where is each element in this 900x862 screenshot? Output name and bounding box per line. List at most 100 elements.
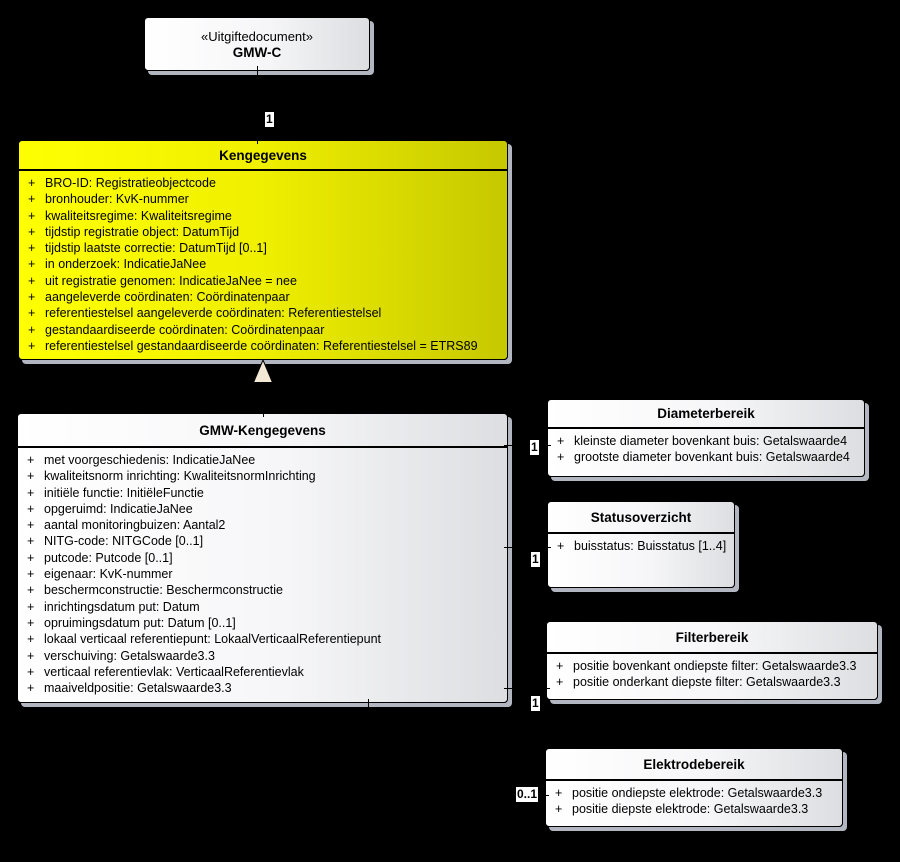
- attribute-text: opgeruimd: IndicatieJaNee: [44, 501, 193, 516]
- visibility-plus: +: [27, 648, 35, 663]
- class-box-kengegevens[interactable]: Kengegevens + BRO-ID: Registratieobjectco…: [18, 140, 508, 360]
- visibility-plus: +: [27, 485, 35, 500]
- visibility-plus: +: [555, 802, 563, 817]
- class-header: «Uitgiftedocument» GMW-C: [145, 18, 369, 70]
- attribute-row: +eigenaar: KvK-nummer: [18, 566, 507, 582]
- visibility-plus: +: [27, 583, 35, 598]
- attribute-text: positie bovenkant ondiepste filter: Geta…: [573, 659, 857, 673]
- attribute-text: grootste diameter bovenkant buis: Getals…: [574, 450, 850, 465]
- multiplicity-label: 1: [530, 440, 539, 455]
- class-name: Kengegevens: [219, 147, 307, 163]
- attribute-row: +positie ondiepste elektrode: Getalswaar…: [546, 785, 842, 801]
- attribute-row: + NITG-code: NITGCode [0..1]: [18, 533, 507, 549]
- class-header: Statusoverzicht: [548, 502, 734, 534]
- visibility-plus: +: [28, 306, 36, 321]
- visibility-plus: +: [28, 338, 36, 353]
- attribute-row: + bronhouder: KvK-nummer: [19, 191, 507, 207]
- multiplicity-label: 0..1: [516, 787, 539, 802]
- visibility-plus: +: [27, 453, 35, 467]
- attribute-text: NITG-code: NITGCode [0..1]: [44, 534, 204, 549]
- attribute-row: +positie bovenkant ondiepste filter: Get…: [547, 658, 877, 674]
- class-name: Statusoverzicht: [590, 509, 692, 525]
- visibility-plus: +: [27, 550, 35, 565]
- visibility-plus: +: [28, 322, 36, 337]
- attribute-text: eigenaar: KvK-nummer: [44, 567, 173, 582]
- visibility-plus: +: [27, 599, 35, 614]
- visibility-plus: +: [27, 518, 35, 533]
- connector-to-filterbereik: [504, 688, 550, 689]
- attribute-row: +aangeleverde coördinaten: Coördinatenpa…: [19, 289, 507, 305]
- attribute-text: in onderzoek: IndicatieJaNee: [45, 257, 207, 272]
- visibility-plus: +: [557, 450, 565, 465]
- multiplicity-label: 1: [265, 112, 274, 127]
- connector-generalization-stem: [263, 383, 264, 417]
- attribute-text: bronhouder: KvK-nummer: [45, 192, 189, 207]
- attribute-text: maaiveldpositie: Getalswaarde3.3: [44, 681, 232, 696]
- visibility-plus: +: [28, 192, 36, 207]
- attribute-row: + BRO-ID: Registratieobjectcode: [19, 175, 507, 191]
- class-name: GMW-C: [232, 44, 282, 60]
- attribute-row: +opruimingsdatum put: Datum [0..1]: [18, 615, 507, 631]
- attribute-text: aantal monitoringbuizen: Aantal2: [44, 518, 226, 533]
- attribute-row: +tijdstip registratie object: DatumTijd: [19, 224, 507, 240]
- class-header: Diameterbereik: [548, 400, 864, 429]
- attribute-row: +in onderzoek: IndicatieJaNee: [19, 256, 507, 272]
- visibility-plus: +: [28, 290, 36, 305]
- connector-to-statusoverzicht: [504, 547, 551, 548]
- attribute-compartment: + positie bovenkant ondiepste filter: Get…: [547, 654, 877, 691]
- attribute-text: referentiestelsel aangeleverde coördinat…: [45, 306, 382, 321]
- attribute-row: +buisstatus: Buisstatus [1..4]: [548, 538, 734, 554]
- attribute-row: + referentiestelsel gestandaardiseerde co…: [19, 338, 507, 354]
- class-name: GMW-Kengegevens: [199, 422, 326, 438]
- attribute-row: + putcode: Putcode [0..1]: [18, 550, 507, 566]
- attribute-row: + verticaal referentievlak: VerticaalRefe…: [18, 664, 507, 680]
- attribute-text: putcode: Putcode [0..1]: [44, 550, 173, 565]
- class-box-elektrodebereik[interactable]: Elektrodebereik +positie ondiepste elekt…: [545, 748, 843, 827]
- attribute-text: verticaal referentievlak: VerticaalRefer…: [44, 664, 304, 679]
- class-box-gmw-c[interactable]: «Uitgiftedocument» GMW-C: [144, 17, 370, 71]
- attribute-text: verschuiving: Getalswaarde3.3: [44, 648, 215, 663]
- attribute-text: referentiestelsel gestandaardiseerde coö…: [45, 338, 478, 353]
- attribute-compartment: +kleinste diameter bovenkant buis: Getal…: [548, 429, 864, 466]
- visibility-plus: +: [28, 224, 36, 239]
- attribute-text: positie diepste elektrode: Getalswaarde3…: [572, 802, 809, 817]
- attribute-row: +kleinste diameter bovenkant buis: Getal…: [548, 433, 864, 449]
- attribute-text: kwaliteitsregime: Kwaliteitsregime: [45, 208, 232, 223]
- multiplicity-label: 1: [531, 552, 540, 567]
- visibility-plus: +: [28, 241, 36, 256]
- class-box-gmw-kengegevens[interactable]: GMW-Kengegevens +met voorgeschiedenis: I…: [17, 413, 508, 703]
- visibility-plus: +: [556, 675, 564, 690]
- attribute-row: + grootste diameter bovenkant buis: Getal…: [548, 449, 864, 465]
- attribute-compartment: + BRO-ID: Registratieobjectcode + bronhoude…: [19, 171, 507, 354]
- class-header: Kengegevens: [19, 141, 507, 171]
- attribute-text: kwaliteitsnorm inrichting: Kwaliteitsnor…: [44, 469, 316, 484]
- visibility-plus: +: [28, 273, 36, 288]
- class-stereotype: «Uitgiftedocument»: [200, 28, 313, 44]
- attribute-text: BRO-ID: Registratieobjectcode: [45, 176, 216, 190]
- attribute-row: + positie diepste elektrode: Getalswaarde…: [546, 801, 842, 817]
- class-box-filterbereik[interactable]: Filterbereik + positie bovenkant ondiepst…: [546, 621, 878, 700]
- visibility-plus: +: [28, 208, 36, 223]
- connector-to-diameterbereik: [504, 445, 551, 446]
- class-box-diameterbereik[interactable]: Diameterbereik +kleinste diameter bovenk…: [547, 399, 865, 477]
- visibility-plus: +: [28, 176, 36, 190]
- visibility-plus: +: [27, 534, 35, 549]
- attribute-text: opruimingsdatum put: Datum [0..1]: [44, 615, 236, 630]
- class-box-statusoverzicht[interactable]: Statusoverzicht +buisstatus: Buisstatus …: [547, 501, 735, 588]
- attribute-row: + referentiestelsel aangeleverde coördina…: [19, 305, 507, 321]
- attribute-row: + kwaliteitsnorm inrichting: Kwaliteitsno…: [18, 468, 507, 484]
- class-header: GMW-Kengegevens: [18, 414, 507, 448]
- attribute-row: +maaiveldpositie: Getalswaarde3.3: [18, 680, 507, 696]
- attribute-row: + positie onderkant diepste filter: Getal…: [547, 674, 877, 690]
- class-header: Filterbereik: [547, 622, 877, 654]
- attribute-row: +tijdstip laatste correctie: DatumTijd […: [19, 240, 507, 256]
- attribute-text: uit registratie genomen: IndicatieJaNee …: [45, 273, 297, 288]
- attribute-row: +opgeruimd: IndicatieJaNee: [18, 501, 507, 517]
- attribute-text: positie onderkant diepste filter: Getals…: [573, 675, 841, 690]
- multiplicity-label: 1: [531, 696, 540, 711]
- attribute-row: +beschermconstructie: Beschermconstructi…: [18, 582, 507, 598]
- visibility-plus: +: [27, 469, 35, 484]
- connector-to-elektrodebereik-horizontal: [368, 795, 549, 796]
- visibility-plus: +: [557, 539, 565, 553]
- visibility-plus: +: [27, 664, 35, 679]
